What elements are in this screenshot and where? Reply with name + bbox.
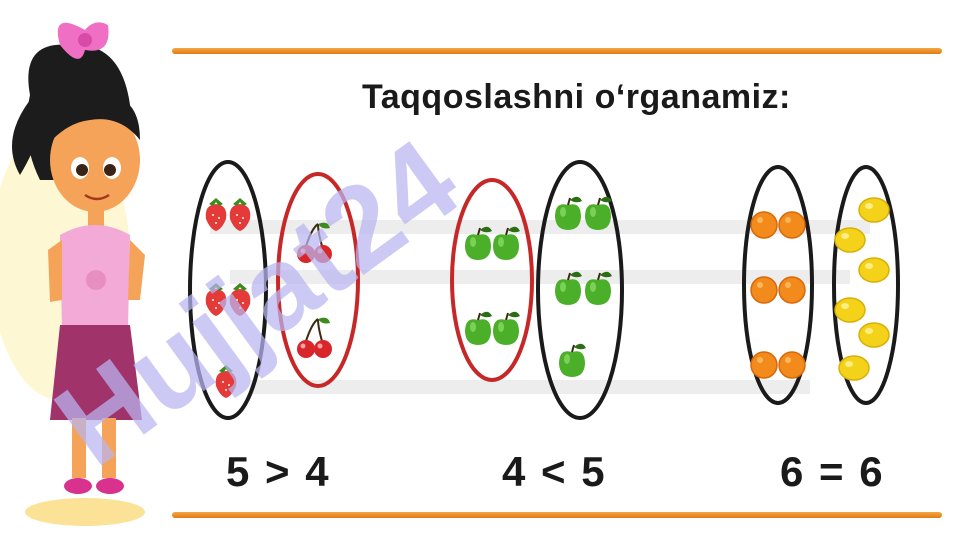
comparison-2-left: 4 (502, 448, 528, 495)
cherry-icon (296, 221, 333, 264)
apple-icon (584, 270, 613, 306)
apple-icon (464, 310, 493, 346)
orange-icon (750, 211, 778, 239)
lemon-icon (858, 322, 890, 348)
comparison-3-right: 6 (859, 448, 885, 495)
apple-icon (554, 195, 583, 231)
girl-illustration (0, 22, 145, 526)
lemon-icon (838, 355, 870, 381)
strawberry-icon (229, 283, 251, 316)
strawberry-icon (205, 198, 227, 231)
orange-icon (778, 211, 806, 239)
apple-oval-left (450, 178, 534, 382)
apple-icon (464, 225, 493, 261)
apple-icon (554, 270, 583, 306)
lemon-icon (834, 227, 866, 253)
page-title: Taqqoslashni o‘rganamiz: (362, 78, 791, 116)
apple-icon (492, 225, 521, 261)
fruit-groups (188, 160, 900, 420)
comparison-3-left: 6 (780, 448, 806, 495)
orange-oval (742, 165, 814, 405)
comparison-1-left: 5 (226, 448, 252, 495)
strawberry-icon (229, 198, 251, 231)
apple-icon (584, 195, 613, 231)
comparison-1: 5 > 4 (226, 448, 331, 496)
strawberry-icon (205, 283, 227, 316)
orange-icon (750, 276, 778, 304)
top-orange-rule (172, 48, 942, 54)
comparison-3: 6 = 6 (780, 448, 885, 496)
lemon-oval (832, 165, 900, 405)
orange-icon (778, 351, 806, 379)
comparison-1-sign: > (265, 448, 292, 495)
bottom-orange-rule (172, 512, 942, 518)
strawberry-icon (215, 365, 237, 398)
apple-icon (558, 342, 587, 378)
comparison-1-right: 4 (305, 448, 331, 495)
lemon-icon (834, 297, 866, 323)
cherry-icon (296, 316, 333, 359)
cherry-oval (276, 172, 360, 388)
comparison-3-sign: = (819, 448, 846, 495)
comparison-2-sign: < (541, 448, 568, 495)
strawberry-oval (188, 160, 268, 420)
comparison-2: 4 < 5 (502, 448, 607, 496)
lemon-icon (858, 197, 890, 223)
apple-oval-right (536, 160, 624, 420)
comparison-2-right: 5 (581, 448, 607, 495)
orange-icon (778, 276, 806, 304)
apple-icon (492, 310, 521, 346)
orange-icon (750, 351, 778, 379)
lemon-icon (858, 257, 890, 283)
